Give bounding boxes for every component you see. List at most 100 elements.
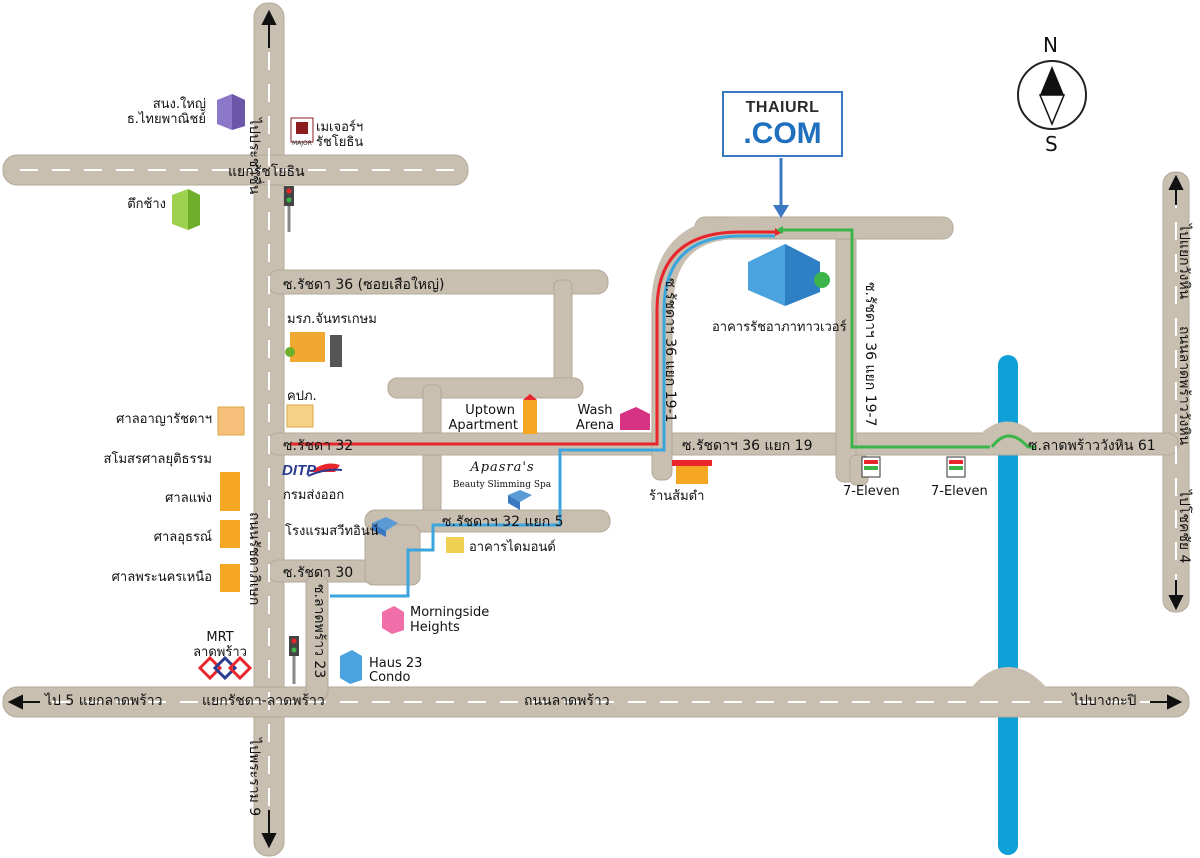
route-green-bridge: [990, 434, 1035, 449]
building-icon: [340, 650, 362, 684]
label-diamond: อาคารไดมอนด์: [469, 540, 556, 555]
ratchayothin-road: [2, 154, 469, 186]
building-icon: [523, 394, 537, 434]
ditp-logo-icon: [307, 463, 343, 477]
compass-south: S: [1045, 132, 1058, 156]
road-center-lines: [20, 20, 1180, 845]
compass-north: N: [1043, 33, 1058, 57]
compass-icon: [1017, 60, 1087, 130]
label-seven-1: 7-Eleven: [843, 484, 900, 499]
road-label-wang-hin-61: ซ.ลาดพร้าววังหิน 61: [1028, 438, 1156, 454]
canal-bridge-south: [967, 667, 1051, 709]
building-icon: [620, 407, 650, 430]
label-apasra: Apasra's: [470, 460, 535, 475]
label-somtam: ร้านส้มตำ: [649, 489, 705, 504]
logo-bottom-text: .COM: [743, 117, 822, 150]
road-label-to-pracha-chuen: ไปประชาชื่น: [246, 118, 262, 195]
label-seven-2: 7-Eleven: [931, 484, 988, 499]
traffic-light-icon: [289, 636, 299, 684]
road-label-wang-hin-road: ถนนลาดพร้าววังหิน: [1176, 326, 1192, 446]
road-label-lat-phrao-road: ถนนลาดพร้าว: [524, 693, 610, 709]
label-kpp: คปภ.: [287, 389, 317, 404]
label-haus: Haus 23: [369, 656, 423, 671]
road-label-to-bang-kapi: ไปบางกะปิ: [1072, 693, 1137, 709]
label-sanong-yai: สนง.ใหญ่: [152, 97, 206, 112]
label-court-1: ศาลอาญารัชดาฯ: [116, 412, 212, 427]
university-icon: [285, 332, 342, 367]
road-label-soi-32: ซ.รัชดา 32: [283, 438, 354, 454]
court-icon: [217, 406, 245, 436]
soi-lp23: [305, 574, 329, 701]
road-label-to-wang-hin: ไปแยกวังหิน: [1176, 224, 1192, 300]
target-building-icon: [748, 244, 830, 306]
label-haus-2: Condo: [369, 670, 411, 685]
label-wash: Wash: [577, 403, 613, 418]
canal: [998, 355, 1018, 855]
canal-label: คลองลาดพร้าว: [985, 545, 999, 624]
label-morningside: Morningside: [410, 605, 490, 620]
label-wash-2: Arena: [575, 418, 615, 433]
label-tuk-chang: ตึกช้าง: [127, 197, 166, 212]
building-icon: [217, 94, 245, 130]
building-icon: [286, 404, 314, 428]
route-arrow-green: [776, 226, 783, 234]
hotel-icon: [372, 517, 398, 537]
seven-eleven-icon: [861, 456, 881, 478]
road-label-to-rama-9: ไปพระราม 9: [246, 738, 262, 817]
road-label-soi-32-5: ซ.รัชดาฯ 32 แยก 5: [442, 514, 564, 530]
building-icon: [508, 490, 532, 510]
building-icon: [446, 537, 464, 553]
seven-eleven-icon: [946, 456, 966, 478]
label-court-4: ศาลอุธรณ์: [153, 530, 212, 545]
label-mrt: MRT: [206, 630, 234, 645]
route-blue: [330, 234, 775, 598]
road-label-soi-36: ซ.รัชดา 36 (ซอยเสือใหญ่): [283, 277, 445, 293]
label-uptown-2: Apartment: [448, 418, 518, 433]
canal-bridge-north: [976, 421, 1039, 453]
label-chandrakasem: มรภ.จันทรเกษม: [287, 312, 377, 327]
shop-icon: [672, 460, 712, 484]
direction-arrows: [7, 9, 1184, 849]
label-court-3: ศาลแพ่ง: [165, 491, 212, 506]
ratchadaphisek-road: [253, 2, 285, 857]
road-label-soi-36-19: ซ.รัชดาฯ 36 แยก 19: [682, 438, 813, 454]
soi-32-upper: [387, 377, 584, 399]
route-green: [783, 228, 990, 449]
label-major-2: รัชโยธิน: [316, 135, 364, 150]
building-icon: [382, 606, 404, 634]
label-apasra-2: Beauty Slimming Spa: [452, 480, 552, 490]
road-label-ratchadaphisek: ถนนรัชดาภิเษก: [246, 512, 262, 606]
road-label-lat-phrao-23: ซ.ลาดพร้าว 23: [311, 584, 327, 679]
label-mrt-2: ลาดพร้าว: [193, 645, 247, 660]
road-label-soi-19-1: ซ.รัชดาฯ 36 แยก 19-1: [662, 278, 678, 423]
label-major: เมเจอร์ฯ: [316, 120, 364, 135]
road-label-to-5-yaek: ไป 5 แยกลาดพร้าว: [45, 693, 163, 709]
label-court-5: ศาลพระนครเหนือ: [111, 570, 212, 585]
road-label-ratchada-lat-phrao: แยกรัชดา-ลาดพร้าว: [202, 693, 325, 709]
label-major-logo: MAJOR: [292, 140, 312, 147]
label-morningside-2: Heights: [410, 620, 460, 635]
building-icon: [172, 189, 200, 230]
logo-pointer-head: [773, 205, 789, 218]
label-uptown: Uptown: [465, 403, 515, 418]
route-red: [290, 230, 775, 446]
label-tmb: ธ.ไทยพาณิชย์: [126, 112, 206, 127]
court-icon: [220, 483, 240, 511]
label-hotel: โรงแรมสวีทอินน์: [285, 524, 379, 539]
label-court-2: สโมสรศาลยุติธรรม: [103, 452, 212, 467]
soi-36-branch: [553, 279, 573, 391]
court-icon: [220, 564, 240, 592]
label-ditp: DITP: [282, 462, 317, 479]
label-ditp-full: กรมส่งออก: [283, 488, 345, 503]
logo-top-text: THAIURL: [745, 99, 820, 116]
major-logo-icon: [290, 117, 314, 143]
court-icon: [220, 520, 240, 548]
thaiurl-logo: THAIURL .COM: [722, 91, 843, 157]
road-label-soi-19-7: ซ.รัชดาฯ 36 แยก 19-7: [862, 282, 878, 427]
mrt-logo-icon: [197, 655, 253, 681]
road-label-to-chok-chai-4: ไปโชคชัย 4: [1176, 490, 1192, 564]
label-target-building: อาคารรัชอาภาทาวเวอร์: [712, 320, 847, 335]
road-label-ratchayothin: แยกรัชโยธิน: [228, 164, 305, 180]
traffic-light-icon: [284, 186, 294, 232]
